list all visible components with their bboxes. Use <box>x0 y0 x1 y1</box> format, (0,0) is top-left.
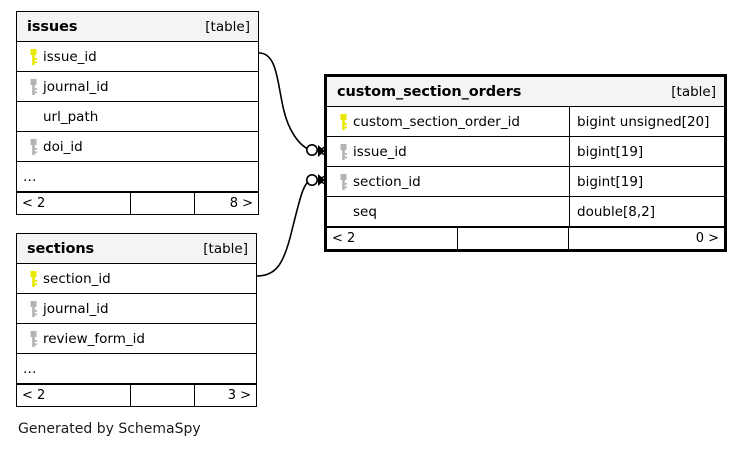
key-icon-primary <box>23 270 43 287</box>
children-count[interactable]: 3 > <box>227 388 251 403</box>
column-cell: section_id <box>327 167 569 196</box>
column-cell: review_form_id <box>17 324 256 353</box>
column-cell: journal_id <box>17 72 258 101</box>
column-name: issue_id <box>353 143 407 160</box>
table-custom-section-orders[interactable]: custom_section_orders [table] custom_sec… <box>324 74 727 252</box>
table-kind-label: [table] <box>671 83 716 100</box>
table-kind-label: [table] <box>203 240 248 257</box>
table-row[interactable]: seq double[8,2] <box>327 197 724 227</box>
footer-middle <box>458 228 569 249</box>
cardinality-zero-marker <box>305 144 318 157</box>
parents-count[interactable]: < 2 <box>17 385 131 406</box>
column-cell: url_path <box>17 102 258 131</box>
column-type: double[8,2] <box>569 197 724 226</box>
column-name: doi_id <box>43 138 83 155</box>
cardinality-zero-marker <box>305 174 318 187</box>
column-cell: section_id <box>17 264 256 293</box>
key-icon-foreign <box>333 143 353 160</box>
table-row[interactable]: issue_id bigint[19] <box>327 137 724 167</box>
column-type: bigint[19] <box>569 167 724 196</box>
table-footer-custom-section-orders: < 2 0 > <box>327 227 724 249</box>
more-columns-indicator: … <box>17 162 258 192</box>
table-row[interactable]: url_path <box>17 102 258 132</box>
column-cell: issue_id <box>17 42 258 71</box>
column-name: section_id <box>43 270 111 287</box>
table-row[interactable]: journal_id <box>17 72 258 102</box>
key-icon-primary <box>23 48 43 65</box>
table-row[interactable]: journal_id <box>17 294 256 324</box>
column-name: custom_section_order_id <box>353 113 520 130</box>
parents-count[interactable]: < 2 <box>327 228 458 249</box>
ellipsis-label: … <box>23 168 37 185</box>
table-header-custom-section-orders: custom_section_orders [table] <box>327 77 724 107</box>
generated-by-credit: Generated by SchemaSpy <box>18 421 201 437</box>
table-row[interactable]: custom_section_order_id bigint unsigned[… <box>327 107 724 137</box>
key-icon-foreign <box>23 78 43 95</box>
table-row[interactable]: review_form_id <box>17 324 256 354</box>
relationship-issues-to-custom_section_orders <box>258 52 331 159</box>
children-count[interactable]: 0 > <box>695 231 719 246</box>
relationship-sections-to-custom_section_orders <box>256 172 331 277</box>
key-icon-foreign <box>23 300 43 317</box>
parents-count[interactable]: < 2 <box>17 193 131 214</box>
table-row[interactable]: issue_id <box>17 42 258 72</box>
table-row[interactable]: section_id <box>17 264 256 294</box>
column-type: bigint unsigned[20] <box>569 107 724 136</box>
column-cell: … <box>17 354 256 383</box>
table-kind-label: [table] <box>205 18 250 35</box>
table-title: issues <box>27 18 78 35</box>
key-icon-foreign <box>23 330 43 347</box>
key-icon-foreign <box>23 138 43 155</box>
column-cell: issue_id <box>327 137 569 166</box>
table-footer-issues: < 2 8 > <box>17 192 258 214</box>
table-title: custom_section_orders <box>337 83 522 100</box>
column-name: url_path <box>43 108 99 125</box>
column-cell: custom_section_order_id <box>327 107 569 136</box>
more-columns-indicator: … <box>17 354 256 384</box>
table-sections[interactable]: sections [table] section_id <box>16 233 257 407</box>
table-header-sections: sections [table] <box>17 234 256 264</box>
key-icon-foreign <box>333 173 353 190</box>
column-type: bigint[19] <box>569 137 724 166</box>
column-name: journal_id <box>43 78 109 95</box>
column-cell: … <box>17 162 258 191</box>
column-name: section_id <box>353 173 421 190</box>
footer-middle <box>131 193 195 214</box>
key-icon-primary <box>333 113 353 130</box>
ellipsis-label: … <box>23 360 37 377</box>
table-header-issues: issues [table] <box>17 12 258 42</box>
column-name: seq <box>353 203 377 220</box>
table-row[interactable]: section_id bigint[19] <box>327 167 724 197</box>
column-name: issue_id <box>43 48 97 65</box>
table-issues[interactable]: issues [table] issue_id <box>16 11 259 215</box>
children-count[interactable]: 8 > <box>229 196 253 211</box>
column-cell: doi_id <box>17 132 258 161</box>
footer-middle <box>131 385 195 406</box>
column-cell: journal_id <box>17 294 256 323</box>
table-row[interactable]: doi_id <box>17 132 258 162</box>
table-footer-sections: < 2 3 > <box>17 384 256 406</box>
table-title: sections <box>27 240 95 257</box>
column-name: review_form_id <box>43 330 145 347</box>
column-name: journal_id <box>43 300 109 317</box>
column-cell: seq <box>327 197 569 226</box>
